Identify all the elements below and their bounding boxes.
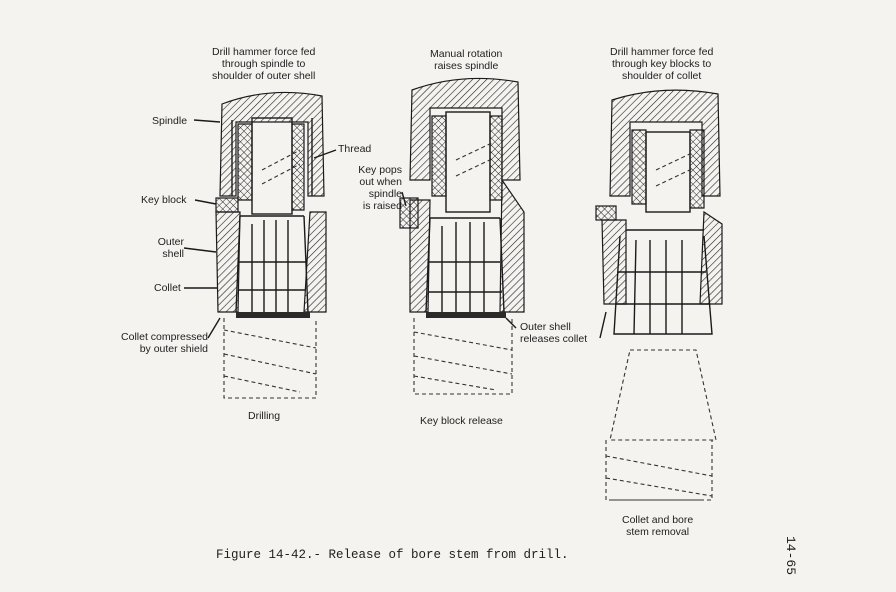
page-number: 14-65	[783, 536, 798, 576]
outer-shell-line2: shell	[162, 248, 184, 260]
raised-spindle	[409, 77, 521, 181]
panel2-top-line1: Manual rotation	[430, 48, 503, 60]
collet-label: Collet	[154, 282, 181, 294]
panel3-top-line1: Drill hammer force fed	[610, 46, 714, 58]
panel3-bottom-line2: stem removal	[626, 526, 690, 538]
panel3-top-line2: through key blocks to	[612, 58, 712, 70]
outer-shell-releases-line1: Outer shell	[520, 321, 571, 333]
thread-label: Thread	[338, 143, 372, 155]
panel3-top-label: Drill hammer force fed through key block…	[610, 46, 713, 82]
outer-shell-label: Outer shell	[150, 236, 184, 260]
panel1-top-label: Drill hammer force fed through spindle t…	[212, 46, 315, 82]
outer-shell-releases-label: Outer shell releases collet	[520, 321, 587, 345]
figure-caption: Figure 14-42.- Release of bore stem from…	[216, 548, 569, 562]
panel2-top-label: Manual rotation raises spindle	[430, 48, 502, 72]
panel3-top-line3: shoulder of collet	[621, 70, 702, 82]
collet	[235, 215, 309, 313]
key-pops-line3: spindle	[368, 188, 402, 200]
panel1-top-line2: through spindle to	[221, 58, 306, 70]
key-pops-line2: out when	[359, 176, 402, 188]
panel1-top-line1: Drill hammer force fed	[212, 46, 316, 58]
panel2-top-line2: raises spindle	[434, 60, 499, 72]
collet-compressed-label: Collet compressed by outer shield	[108, 331, 208, 355]
spindle	[219, 91, 325, 197]
key-block-label: Key block	[141, 194, 187, 206]
drilling-assembly	[215, 91, 327, 399]
key-block-release-assembly	[399, 77, 525, 395]
key-pops-line4: is raised	[362, 200, 402, 212]
panel1-bottom-label: Drilling	[248, 410, 281, 422]
detached-collet-outline	[609, 349, 717, 441]
outer-shell-releases-line2: releases collet	[520, 333, 588, 345]
panel1-top-line3: shoulder of outer shell	[212, 70, 316, 82]
key-block	[215, 197, 239, 213]
collet-removal-assembly	[595, 89, 723, 501]
collet-compressed-line2: by outer shield	[139, 343, 208, 355]
spindle-3	[609, 89, 721, 197]
key-pops-label: Key pops out when spindle is raised	[346, 164, 402, 212]
panel3-bottom-label: Collet and bore stem removal	[622, 514, 693, 538]
outer-shell-line1: Outer	[157, 236, 184, 248]
thread	[291, 123, 305, 211]
key-pops-line1: Key pops	[358, 164, 402, 176]
spindle-label: Spindle	[152, 115, 188, 127]
panel3-bottom-line1: Collet and bore	[622, 514, 694, 526]
collet-compressed-line1: Collet compressed	[121, 331, 208, 343]
inner-tube	[251, 117, 293, 215]
panel2-bottom-label: Key block release	[420, 415, 503, 427]
